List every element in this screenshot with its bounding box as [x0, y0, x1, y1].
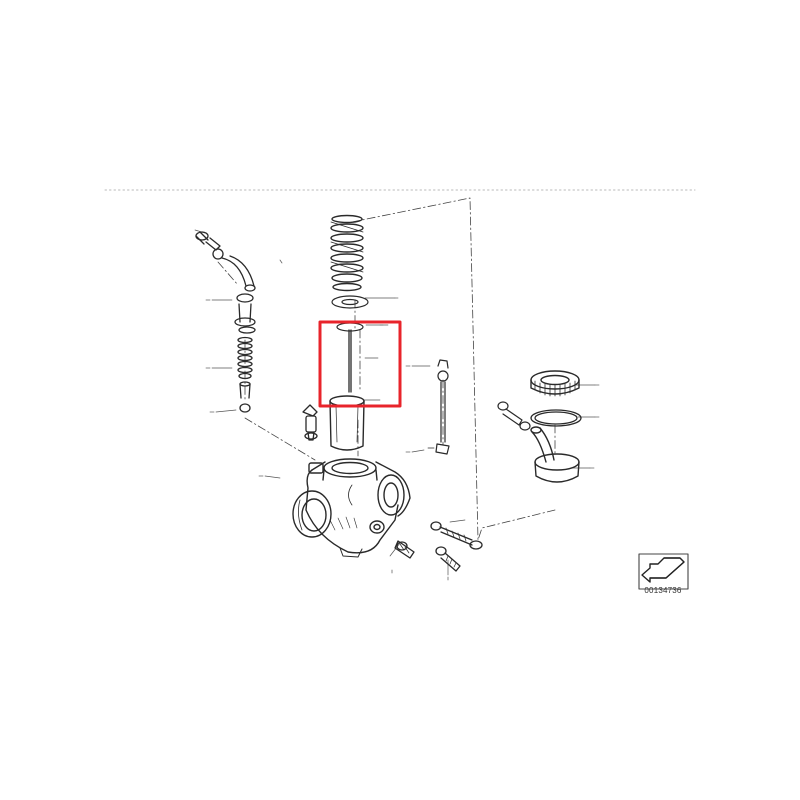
diagram-reference-number: 00134736: [644, 586, 682, 595]
parts-catalog-arrow-icon: [638, 553, 689, 590]
throttle-slide: [329, 395, 365, 451]
callout-marks: [205, 259, 600, 581]
pilot-jet: [394, 540, 415, 559]
carburetor-body: [292, 458, 411, 558]
cable-nipple: [302, 404, 318, 441]
banjo-bolt: [497, 401, 531, 431]
jet-needle: [348, 329, 352, 393]
highlight-box: [318, 320, 402, 408]
main-jet: [435, 546, 461, 572]
leader-lines: [194, 229, 596, 576]
throttle-spring: [330, 214, 364, 292]
float-needle: [427, 359, 450, 455]
cable-adjuster-assembly: [195, 231, 256, 413]
spring-retainer: [331, 295, 369, 309]
needle-clip: [336, 322, 364, 332]
float-bowl: [530, 426, 580, 483]
float-bowl-cap-nut: [530, 370, 580, 397]
idle-screw-assembly: [430, 521, 483, 550]
float-bowl-gasket: [530, 409, 582, 427]
assembly-guide-lines: [217, 197, 556, 541]
